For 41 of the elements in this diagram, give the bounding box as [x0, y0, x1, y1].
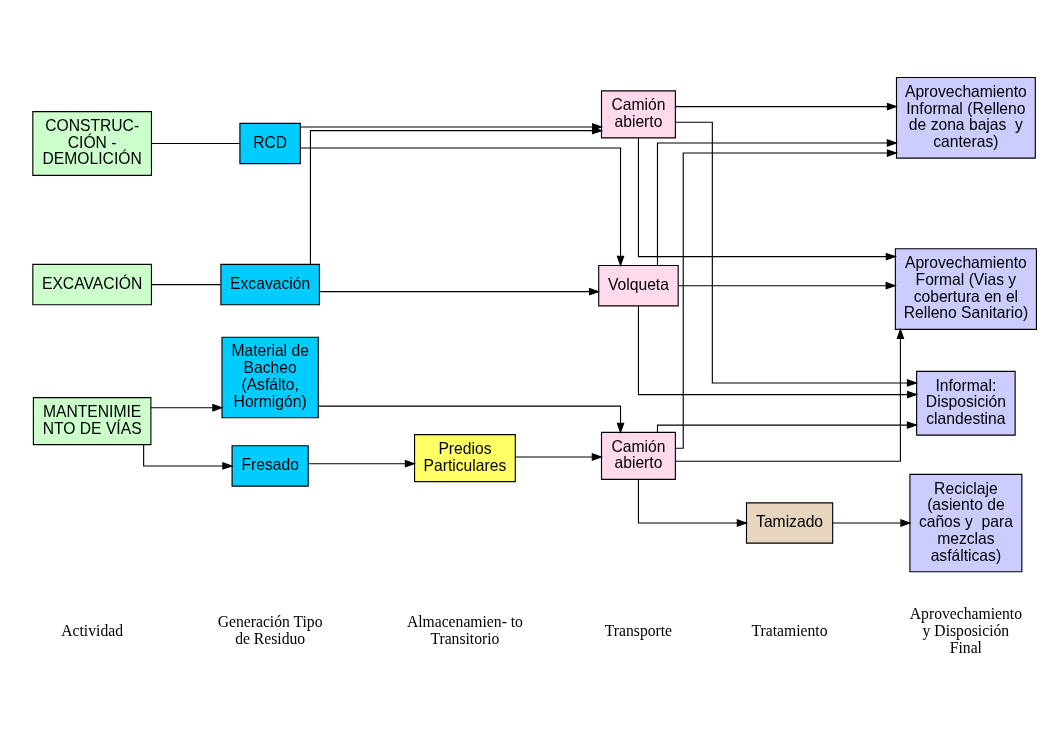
arrow — [300, 146, 625, 267]
arrow — [637, 305, 919, 398]
connector — [151, 283, 222, 285]
arrow — [150, 403, 224, 412]
node-box: Excavación — [220, 263, 320, 305]
label: Almacenamien- to Transitorio — [406, 612, 523, 647]
node-box: Predios Particulares — [414, 433, 516, 482]
label: Actividad — [61, 621, 124, 639]
arrow — [317, 405, 625, 434]
label: Aprovechamiento y Disposición Final — [909, 604, 1022, 656]
node-box: Fresado — [231, 444, 309, 487]
arrow — [832, 518, 912, 527]
node-box: Aprovechamiento Informal (Relleno de zona bajas y canteras) — [895, 76, 1036, 159]
node-box: MANTENIMIE NTO DE VÍAS — [32, 396, 152, 445]
label: Tratamiento — [751, 621, 828, 639]
arrow — [674, 148, 899, 449]
label: Transporte — [604, 621, 673, 639]
node-box: EXCAVACIÓN — [32, 263, 153, 305]
node-box: CONSTRUC- CIÓN - DEMOLICIÓN — [32, 110, 153, 176]
arrow — [675, 121, 919, 387]
node-box: Camión abierto — [600, 89, 676, 138]
arrow — [675, 102, 899, 110]
arrow — [674, 327, 905, 462]
arrow — [637, 478, 748, 527]
arrow — [656, 420, 919, 433]
node-box: Tamizado — [745, 501, 834, 544]
node-box: Informal: Disposición clandestina — [916, 370, 1016, 436]
node-box: Material de Bacheo (Asfálto, Hormigón) — [221, 336, 319, 418]
arrow — [143, 444, 234, 470]
node-box: Aprovechamiento Formal (Vias y cobertura en el Relleno Sanitario) — [894, 247, 1037, 330]
node-box: Camión abierto — [600, 431, 676, 480]
arrow — [515, 452, 603, 461]
arrow — [308, 459, 417, 468]
label: Generación Tipo de Residuo — [217, 612, 323, 647]
node-box: Volqueta — [598, 264, 679, 306]
arrow — [318, 287, 601, 296]
arrow — [300, 122, 604, 131]
connector — [151, 142, 241, 144]
arrow — [677, 281, 897, 290]
node-box: RCD — [239, 122, 301, 164]
node-box: Reciclaje (asiento de caños y para mezclas asfálticas) — [909, 473, 1023, 572]
